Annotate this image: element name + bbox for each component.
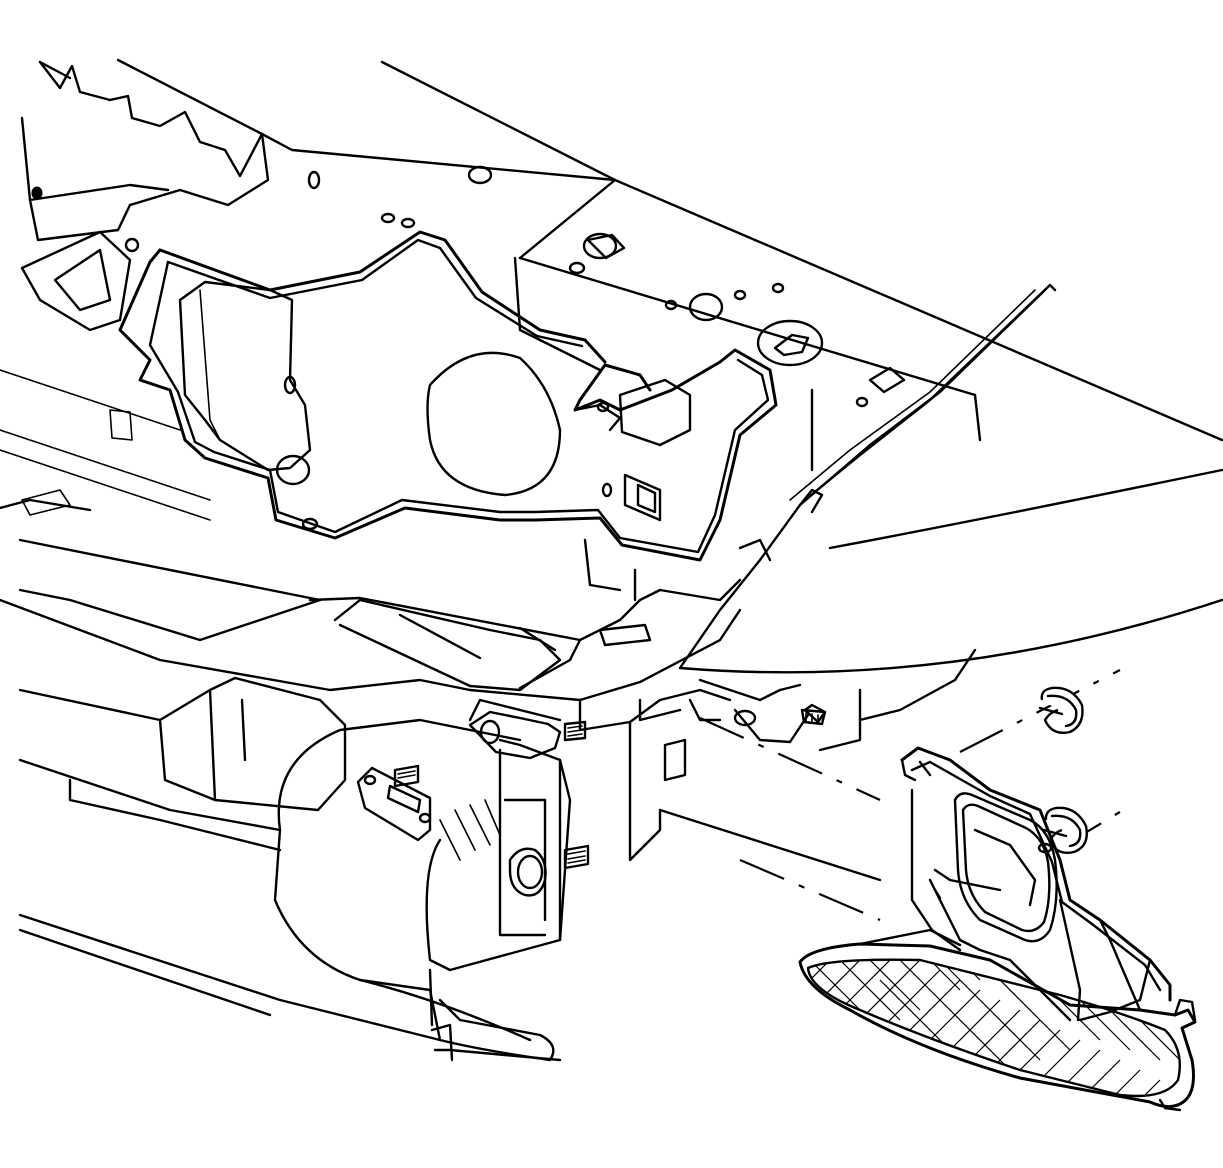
front-bumper-fascia <box>18 676 572 1062</box>
fog-lamp-grille <box>798 928 1197 1112</box>
fog-lamp-bracket <box>900 746 1172 1022</box>
push-pin-retainer-lower <box>1042 806 1088 854</box>
radiator-support <box>0 58 1223 642</box>
grille-mesh <box>808 959 1180 1096</box>
headlamp-opening-panel <box>118 230 778 562</box>
lower-radiator-support <box>0 498 882 882</box>
mounting-studs <box>393 708 827 870</box>
fender-panel <box>678 283 1223 752</box>
push-pin-retainer-upper <box>1038 686 1084 734</box>
